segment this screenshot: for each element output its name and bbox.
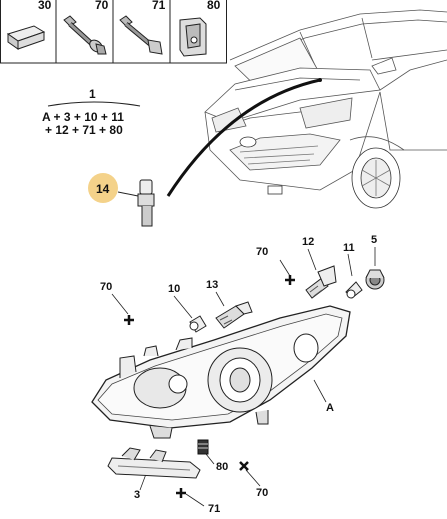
callout-bracket-3: 3 xyxy=(134,489,140,501)
sensor-callout-label: 14 xyxy=(96,182,110,196)
headlamp-assembly xyxy=(91,305,351,439)
level-sensor-icon xyxy=(117,179,155,227)
bracket-3-icon xyxy=(107,447,201,479)
bulb-10-icon xyxy=(189,315,207,333)
callout-bulb-13: 13 xyxy=(206,279,218,291)
clip-icon xyxy=(179,17,207,57)
callout-bulb-11: 11 xyxy=(343,242,355,254)
parts-table: 30 70 71 80 xyxy=(0,0,227,64)
bulb-11-icon xyxy=(345,281,363,299)
screw-markers xyxy=(124,275,295,498)
cap-5-icon xyxy=(365,269,385,290)
kit-formula-line-2: + 12 + 71 + 80 xyxy=(45,123,123,137)
sensor-callout-highlight xyxy=(88,173,118,203)
kit-formula-line-1: A + 3 + 10 + 11 xyxy=(42,110,124,124)
flange-screw-icon xyxy=(63,15,107,55)
part-code-71: 71 xyxy=(152,0,166,12)
leader-lines xyxy=(111,247,376,507)
foam-pad-icon xyxy=(6,25,46,50)
callout-screw-bottom: 70 xyxy=(256,487,268,499)
callout-screw-71: 71 xyxy=(208,503,220,514)
bulb-13-icon xyxy=(215,301,253,329)
part-code-80: 80 xyxy=(207,0,221,12)
screw-icon xyxy=(119,15,163,55)
callout-cap-5: 5 xyxy=(371,234,377,246)
callout-bulb-10: 10 xyxy=(168,283,180,295)
callout-clip-80: 80 xyxy=(216,461,228,473)
kit-number: 1 xyxy=(89,87,96,101)
sensor-location-leader xyxy=(166,78,321,197)
callout-screw-left: 70 xyxy=(100,281,112,293)
bulb-12-icon xyxy=(305,265,337,299)
part-code-30: 30 xyxy=(38,0,52,12)
callout-screw-top: 70 xyxy=(256,246,268,258)
clip-80-icon xyxy=(197,439,209,455)
part-code-70: 70 xyxy=(95,0,109,12)
car-illustration xyxy=(204,9,447,209)
callout-bulb-12: 12 xyxy=(302,236,314,248)
kit-formula: 1 A + 3 + 10 + 11 + 12 + 71 + 80 xyxy=(42,87,141,137)
callout-assembly-a: A xyxy=(326,402,334,414)
